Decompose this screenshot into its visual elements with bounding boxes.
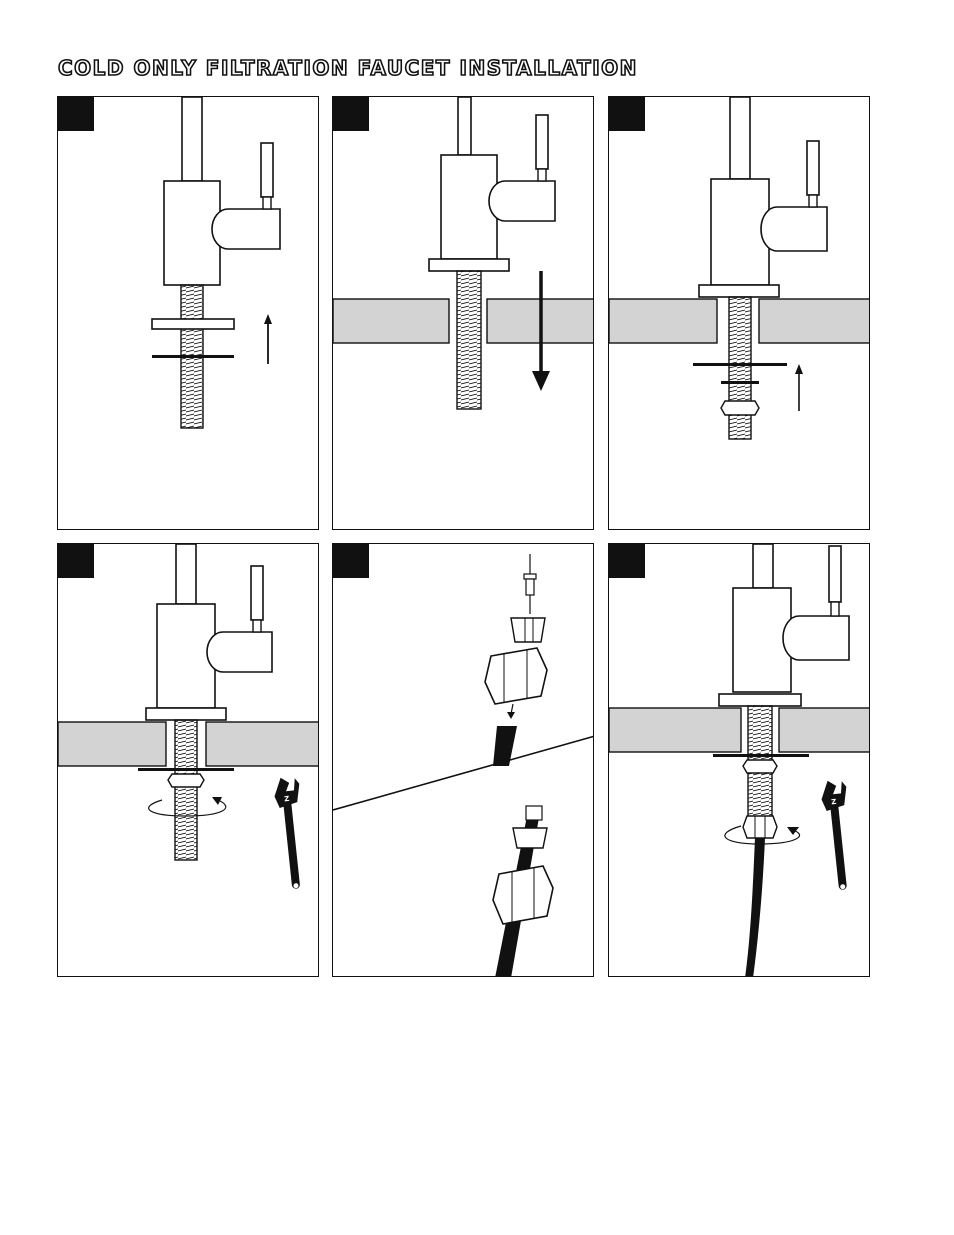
wrench-icon: Z: [820, 779, 857, 891]
metal-washer: [693, 363, 787, 366]
step-5-panel: [332, 543, 594, 977]
base-plate: [719, 694, 801, 706]
up-arrow-icon: [264, 314, 272, 364]
base-plate: [699, 285, 779, 297]
down-arrow-icon: [507, 712, 515, 719]
faucet-body: [441, 155, 497, 259]
metal-washer: [713, 754, 809, 757]
spout: [730, 97, 750, 179]
countertop: [333, 299, 449, 343]
spout: [753, 544, 773, 588]
svg-text:Z: Z: [831, 798, 837, 806]
handle-lever: [829, 546, 841, 602]
faucet-body: [711, 179, 769, 285]
up-arrow-icon: [795, 364, 803, 411]
tube-insert: [526, 579, 534, 595]
tighten-nut-diagram: Z: [58, 544, 319, 977]
compression-nut: [743, 816, 777, 838]
spout: [458, 97, 471, 155]
ferrule-assembled: [513, 828, 547, 848]
connect-line-diagram: Z: [609, 544, 870, 977]
step-1-panel: [57, 96, 319, 530]
handle-hub: [207, 632, 272, 672]
spout: [176, 544, 196, 604]
divider-line: [333, 736, 594, 810]
faucet-washers-diagram: [58, 97, 319, 530]
step-4-panel: Z: [57, 543, 319, 977]
ferrule: [511, 618, 545, 642]
hex-nut: [721, 401, 759, 415]
base-plate: [146, 708, 226, 720]
wrench-icon: Z: [273, 776, 311, 890]
metal-washer: [152, 355, 234, 358]
compression-fitting-diagram: [333, 544, 594, 977]
hex-nut: [168, 774, 204, 787]
hex-nut: [743, 760, 777, 773]
handle-hub: [489, 181, 555, 221]
spout: [182, 97, 202, 181]
step-3-panel: [608, 96, 870, 530]
threaded-shank: [175, 720, 197, 860]
compression-nut-assembled: [493, 866, 553, 924]
threaded-shank: [729, 297, 751, 439]
threaded-shank: [457, 271, 481, 409]
faucet-insert-diagram: [333, 97, 594, 530]
handle-lever: [807, 141, 819, 195]
water-tube: [745, 838, 765, 977]
page-title: COLD ONLY FILTRATION FAUCET INSTALLATION: [58, 55, 638, 81]
handle-hub: [761, 207, 827, 251]
handle-hub: [783, 616, 849, 660]
svg-text:Z: Z: [284, 795, 290, 803]
countertop: [58, 722, 166, 766]
countertop: [609, 299, 717, 343]
rubber-washer: [152, 319, 234, 329]
countertop: [609, 708, 741, 752]
faucet-body: [157, 604, 215, 708]
compression-nut: [485, 648, 547, 704]
small-washer: [721, 381, 759, 384]
metal-washer: [138, 768, 234, 771]
handle-hub: [212, 209, 280, 249]
handle-lever: [251, 566, 263, 620]
step-2-panel: [332, 96, 594, 530]
tube-end: [493, 726, 517, 766]
insert-cap: [524, 574, 536, 579]
faucet-secure-diagram: [609, 97, 870, 530]
step-6-panel: Z: [608, 543, 870, 977]
base-plate: [429, 259, 509, 271]
handle-lever: [536, 115, 548, 169]
handle-lever: [261, 143, 273, 197]
